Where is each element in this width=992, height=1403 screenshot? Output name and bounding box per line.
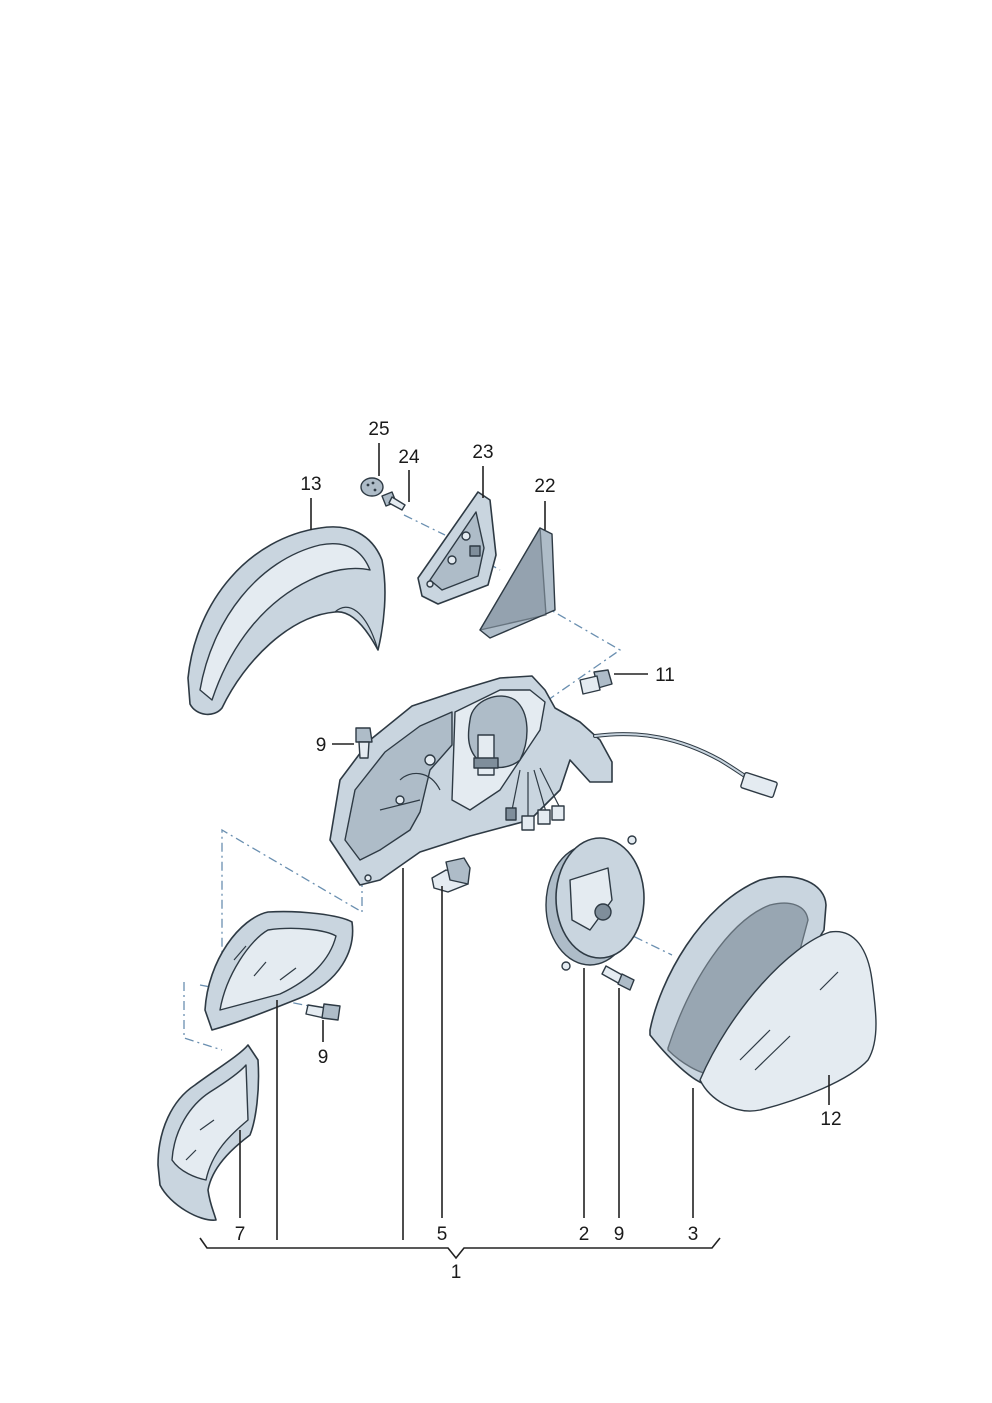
screw-part-9-right xyxy=(601,965,635,991)
mirror-base-bracket-part-23 xyxy=(417,491,497,605)
mirror-housing-part-1 xyxy=(329,675,613,886)
screw-part-9-left xyxy=(305,1003,341,1021)
screw-part-9-top xyxy=(355,727,373,759)
seal-part-22 xyxy=(479,527,556,639)
callout-23: 23 xyxy=(472,442,493,463)
callout-9-left: 9 xyxy=(318,1047,329,1068)
callout-9-top: 9 xyxy=(316,735,327,756)
callout-25: 25 xyxy=(368,419,389,440)
callout-13: 13 xyxy=(300,474,321,495)
screw-part-24 xyxy=(381,491,406,511)
mirror-glass-part-12 xyxy=(699,930,877,1112)
screw-part-11 xyxy=(579,669,613,695)
lower-trim-part-7 xyxy=(157,1044,260,1221)
mirror-cover-cap-part-13 xyxy=(187,526,386,716)
callout-22: 22 xyxy=(534,476,555,497)
wiring-harness xyxy=(505,732,778,831)
callout-1: 1 xyxy=(451,1262,462,1283)
callout-11: 11 xyxy=(655,665,675,686)
callout-24: 24 xyxy=(398,447,420,468)
callout-12: 12 xyxy=(820,1109,841,1130)
clip-part-5 xyxy=(431,857,471,893)
leader-lines xyxy=(199,443,830,1260)
callout-9-right: 9 xyxy=(614,1224,625,1245)
callout-labels: 25 24 23 22 13 11 9 9 12 7 5 2 9 3 1 xyxy=(235,419,842,1283)
callout-5: 5 xyxy=(437,1224,448,1245)
lower-cover-trim xyxy=(204,910,354,1031)
callout-7: 7 xyxy=(235,1224,246,1245)
adjustment-motor-part-2 xyxy=(545,835,645,971)
callout-2: 2 xyxy=(579,1224,590,1245)
cap-part-25 xyxy=(360,477,384,497)
callout-3: 3 xyxy=(688,1224,699,1245)
